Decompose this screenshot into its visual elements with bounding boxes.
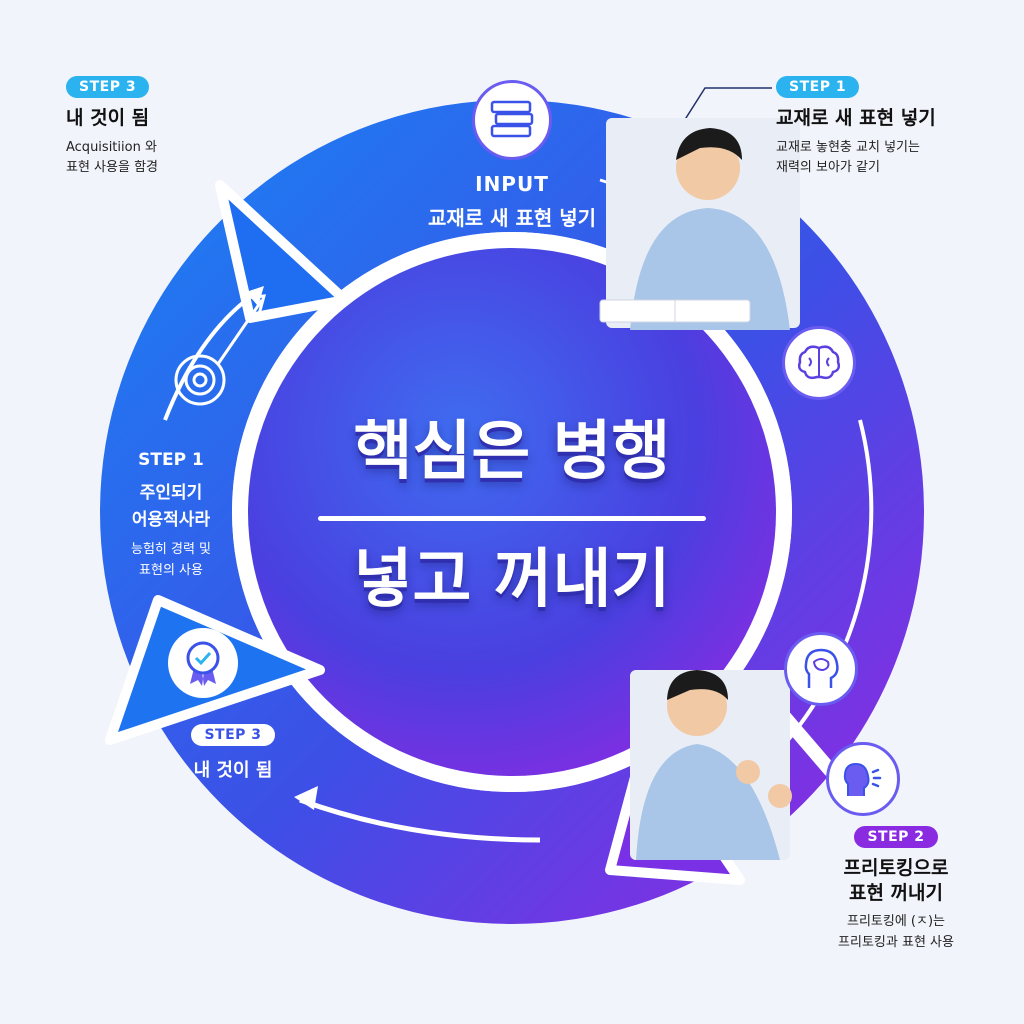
step1-right-desc-2: 재력의 보아가 같기 [776,159,880,175]
step3-topleft-desc-1: Acquisitiion 와 [66,139,157,155]
step2-right-title-1: 프리토킹으로 [843,857,949,879]
step2-right-panel: STEP 2 프리토킹으로 표현 꺼내기 프리토킹에 (ㅈ)는 프리토킹과 표현… [786,826,1006,953]
left-ring-step1-title-1: 주인되기 [139,483,203,503]
center-disk [248,248,776,776]
left-ring-step1: STEP 1 주인되기 어용적사라 능험히 경력 및 표현의 사용 [96,450,246,578]
step1-right-desc: 교재로 놓현충 교치 넣기는 재력의 보아가 같기 [776,138,1006,178]
left-ring-step1-title-2: 어용적사라 [131,510,211,530]
flow-arrow-bottom-head [294,786,318,810]
step3-topleft-desc: Acquisitiion 와 표현 사용을 함경 [66,138,226,178]
step3-topleft-panel: STEP 3 내 것이 됨 Acquisitiion 와 표현 사용을 함경 [66,76,226,178]
outer-ring [100,100,924,924]
person-speaking-illustration [630,670,792,860]
head-brain-icon-circle [784,632,858,706]
step3-topleft-badge: STEP 3 [66,76,150,98]
brain-icon-circle [782,326,856,400]
bottom-ring-step3-badge: STEP 3 [191,724,275,746]
input-title: INPUT [475,172,549,196]
input-label: INPUT 교재로 새 표현 넣기 [400,172,624,231]
speaking-head-icon [843,762,882,796]
center-title-bottom: 넣고 꺼내기 [353,543,671,617]
step1-right-desc-1: 교재로 놓현충 교치 넣기는 [776,139,920,155]
award-badge-icon-circle [168,628,238,698]
step2-right-badge: STEP 2 [854,826,938,848]
flow-arrow-bottom [299,797,541,843]
center-title-top: 핵심은 병행 [353,415,671,489]
step1-right-title: 교재로 새 표현 넣기 [776,107,936,129]
spiral-growth-icon [174,294,267,406]
left-ring-step1-badge: STEP 1 [138,450,204,470]
arrowhead-upper-left [215,180,350,323]
step1-right-panel: STEP 1 교재로 새 표현 넣기 교재로 놓현충 교치 넣기는 재력의 보아… [776,76,1006,178]
ring-gap [232,232,792,792]
bottom-ring-step3: STEP 3 내 것이 됨 [168,724,298,782]
left-ring-step1-desc-1: 능험히 경력 및 [130,542,212,557]
flow-arrow-right [768,419,874,762]
stacked-books-icon-circle [472,80,552,160]
center-divider [318,516,706,521]
step2-right-desc: 프리토킹에 (ㅈ)는 프리토킹과 표현 사용 [786,912,1006,952]
brain-icon [797,345,841,380]
bottom-ring-step3-title: 내 것이 됨 [193,760,273,781]
step3-topleft-title: 내 것이 됨 [66,107,150,129]
input-text: 교재로 새 표현 넣기 [427,206,597,230]
step1-right-badge: STEP 1 [776,76,860,98]
flow-arrow-left [163,288,262,421]
head-brain-icon [804,648,839,688]
step3-topleft-desc-2: 표현 사용을 함경 [66,159,158,175]
speaking-head-icon-circle [826,742,900,816]
step2-right-desc-1: 프리토킹에 (ㅈ)는 [847,914,945,930]
award-badge-icon [186,641,220,686]
left-ring-step1-desc-2: 표현의 사용 [139,563,203,578]
person-reading-illustration [599,118,800,330]
stacked-books-icon [490,100,534,138]
step2-right-title-2: 표현 꺼내기 [848,881,943,904]
step2-right-desc-2: 프리토킹과 표현 사용 [838,934,954,950]
